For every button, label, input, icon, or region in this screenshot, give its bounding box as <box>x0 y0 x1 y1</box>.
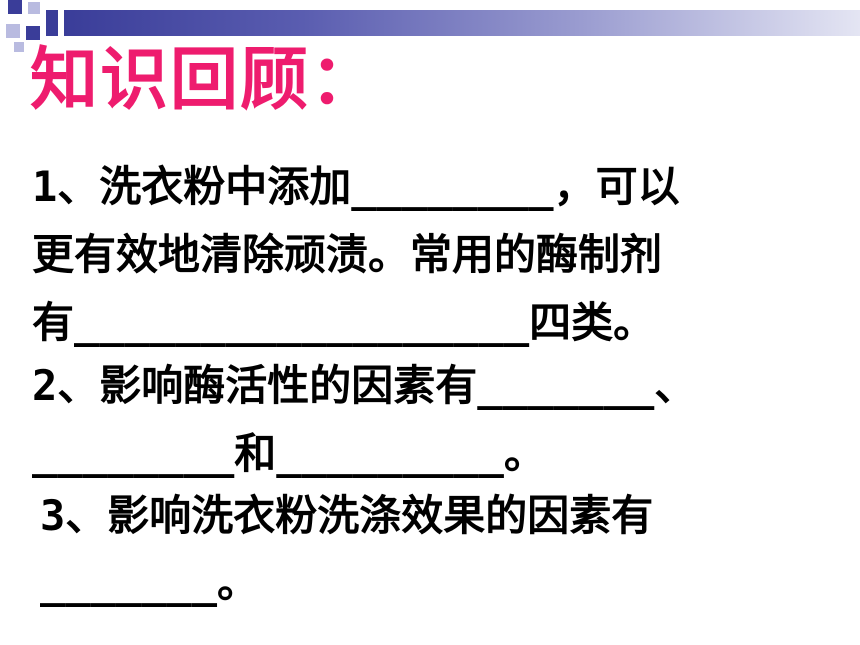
decor-square <box>26 26 40 40</box>
decor-square <box>14 42 24 52</box>
question-2-line-2: ________和_________。 <box>32 429 546 478</box>
decor-square <box>46 10 58 36</box>
decor-square <box>8 0 22 14</box>
question-1-line-2: 更有效地清除顽渍。常用的酶制剂 <box>32 230 663 279</box>
question-1-line-3: 有__________________四类。 <box>32 298 656 347</box>
question-2: 2、影响酶活性的因素有_______、 ________和_________。 <box>32 352 696 488</box>
question-1: 1、洗衣粉中添加________，可以 更有效地清除顽渍。常用的酶制剂 有___… <box>32 153 680 357</box>
question-3-line-2: _______。 <box>40 558 260 607</box>
question-1-line-1: 1、洗衣粉中添加________，可以 <box>32 162 680 211</box>
decor-square <box>28 2 40 14</box>
question-2-line-1: 2、影响酶活性的因素有_______、 <box>32 361 697 410</box>
decor-square <box>6 24 20 38</box>
question-3-line-1: 3、影响洗衣粉洗涤效果的因素有 <box>40 491 654 540</box>
page-title: 知识回顾： <box>30 41 381 120</box>
header-gradient-bar <box>64 10 860 36</box>
